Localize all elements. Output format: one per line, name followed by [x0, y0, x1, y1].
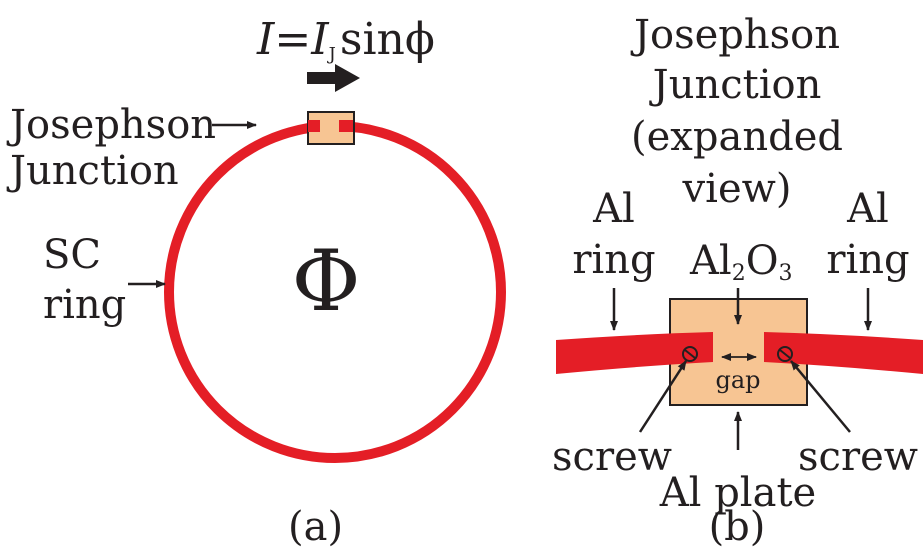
right-ring-label-line1: Al: [846, 186, 889, 232]
josephson-junction-box: [307, 111, 355, 145]
plate-label: Al plate: [659, 470, 816, 516]
panel-a: I=IJsinϕ Josephson Junction SC ring Φ (a…: [6, 14, 506, 550]
ring-label-line1: SC: [43, 232, 101, 278]
expanded-title-line1: Josephson: [630, 12, 840, 58]
caption-b: (b): [709, 504, 766, 550]
panel-b: Josephson Junction (expanded view) Al ri…: [552, 12, 923, 550]
left-ring-label-line1: Al: [592, 186, 635, 232]
left-al-ring-segment: [556, 332, 713, 374]
flux-symbol: Φ: [292, 232, 361, 330]
expanded-title-line3: (expanded: [631, 114, 843, 160]
left-screw-icon: [682, 346, 698, 362]
current-equation: I=IJsinϕ: [256, 14, 435, 65]
left-screw-label: screw: [552, 434, 672, 480]
current-symbol: I: [256, 14, 276, 65]
left-screw-pointer-arrow: [638, 360, 688, 433]
oxide-o: O: [746, 238, 779, 284]
right-screw-pointer-arrow: [790, 360, 851, 433]
right-al-ring-segment: [764, 332, 923, 374]
junction-label-line1: Josephson: [6, 102, 216, 148]
expanded-title-line4: view): [682, 166, 792, 212]
right-screw-label: screw: [798, 434, 918, 480]
oxide-al: Al: [689, 238, 732, 284]
critical-current-symbol: I: [310, 14, 330, 65]
current-direction-arrow: [307, 64, 360, 92]
gap-label: gap: [715, 366, 760, 394]
left-ring-label-line2: ring: [572, 237, 655, 283]
oxide-label: Al2O3: [689, 238, 792, 286]
junction-label-line2: Junction: [6, 148, 179, 194]
oxide-sub3: 3: [778, 261, 792, 286]
ring-label-line2: ring: [43, 282, 126, 328]
right-screw-icon: [777, 346, 793, 362]
right-ring-label-line2: ring: [826, 237, 909, 283]
equals-sign: =: [274, 14, 311, 65]
oxide-sub2: 2: [732, 261, 746, 286]
expanded-title-line2: Junction: [649, 62, 822, 108]
sine-phase-text: sinϕ: [340, 14, 435, 65]
caption-a: (a): [288, 504, 343, 550]
critical-current-subscript: J: [327, 44, 336, 65]
